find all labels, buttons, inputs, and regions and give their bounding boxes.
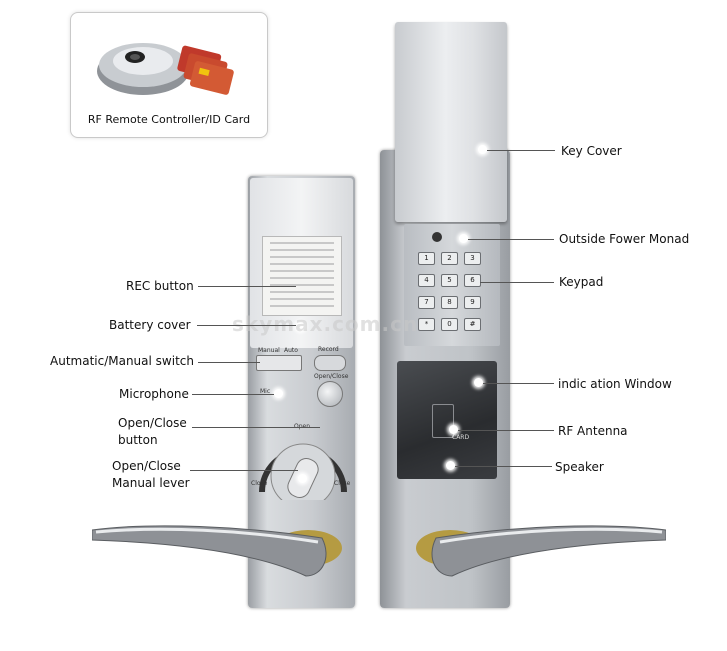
- label-outside-power: Outside Fower Monad: [559, 232, 690, 246]
- key-9[interactable]: 9: [464, 296, 481, 309]
- manual-lever[interactable]: [298, 474, 307, 483]
- outside-handle[interactable]: [404, 518, 666, 588]
- label-indication-window: indic ation Window: [558, 377, 672, 391]
- watermark: skymax.com.cn: [232, 312, 419, 336]
- indication-marker: [474, 378, 483, 387]
- card-label: CARD: [452, 434, 470, 441]
- label-lever-2: Manual lever: [112, 476, 190, 490]
- key-7[interactable]: 7: [418, 296, 435, 309]
- leader-speaker: [455, 466, 552, 467]
- key-cover-marker: [478, 145, 487, 154]
- label-speaker: Speaker: [555, 460, 604, 474]
- label-open-close-1: Open/Close: [118, 416, 187, 430]
- leader-openclose: [192, 427, 320, 428]
- key-5[interactable]: 5: [441, 274, 458, 287]
- leader-outside-power: [468, 239, 554, 240]
- leader-battery: [197, 325, 296, 326]
- key-2[interactable]: 2: [441, 252, 458, 265]
- manual-lever-dial: [259, 443, 347, 500]
- label-battery-cover: Battery cover: [109, 318, 191, 332]
- key-star[interactable]: *: [418, 318, 435, 331]
- label-rf-antenna: RF Antenna: [558, 424, 628, 438]
- label-key-cover: Key Cover: [561, 144, 622, 158]
- close-label-right: Close: [334, 480, 351, 487]
- auto-manual-switch[interactable]: [256, 355, 302, 371]
- leader-switch: [198, 362, 260, 363]
- key-4[interactable]: 4: [418, 274, 435, 287]
- label-open-close-2: button: [118, 433, 158, 447]
- outside-power-contact-icon: [432, 232, 442, 242]
- openclose-label: Open/Close: [314, 373, 349, 380]
- key-cover[interactable]: [395, 22, 507, 222]
- leader-rf-antenna: [458, 430, 554, 431]
- label-auto-manual-switch: Autmatic/Manual switch: [50, 354, 194, 368]
- key-3[interactable]: 3: [464, 252, 481, 265]
- record-label: Record: [318, 346, 339, 353]
- inset-caption: RF Remote Controller/ID Card: [87, 113, 251, 126]
- key-0[interactable]: 0: [441, 318, 458, 331]
- open-close-button[interactable]: [317, 381, 343, 407]
- rec-button[interactable]: [314, 355, 346, 371]
- open-label: Open: [294, 423, 310, 430]
- key-6[interactable]: 6: [464, 274, 481, 287]
- key-1[interactable]: 1: [418, 252, 435, 265]
- close-label-left: Close: [251, 480, 268, 487]
- key-hash[interactable]: #: [464, 318, 481, 331]
- label-microphone: Microphone: [119, 387, 189, 401]
- auto-label: Auto: [284, 347, 298, 354]
- instruction-sticker: [262, 236, 342, 316]
- leader-rec: [198, 286, 296, 287]
- leader-lever: [190, 470, 298, 471]
- rf-remote-inset: RF Remote Controller/ID Card: [70, 12, 268, 138]
- rf-remote-image: [97, 43, 234, 95]
- outside-power-contact: [459, 234, 468, 243]
- label-keypad: Keypad: [559, 275, 604, 289]
- label-lever-1: Open/Close: [112, 459, 181, 473]
- mic-label: Mic: [260, 388, 271, 395]
- key-8[interactable]: 8: [441, 296, 458, 309]
- label-rec-button: REC button: [126, 279, 194, 293]
- battery-screw: [296, 322, 305, 331]
- leader-keypad: [480, 282, 554, 283]
- rf-card-icon: [432, 404, 454, 438]
- speaker: [446, 461, 455, 470]
- microphone: [274, 389, 283, 398]
- leader-mic: [192, 394, 274, 395]
- manual-label: Manual: [258, 347, 280, 354]
- leader-key-cover: [487, 150, 555, 151]
- inside-handle[interactable]: [92, 518, 354, 588]
- rf-antenna: [449, 425, 458, 434]
- leader-indication: [483, 383, 554, 384]
